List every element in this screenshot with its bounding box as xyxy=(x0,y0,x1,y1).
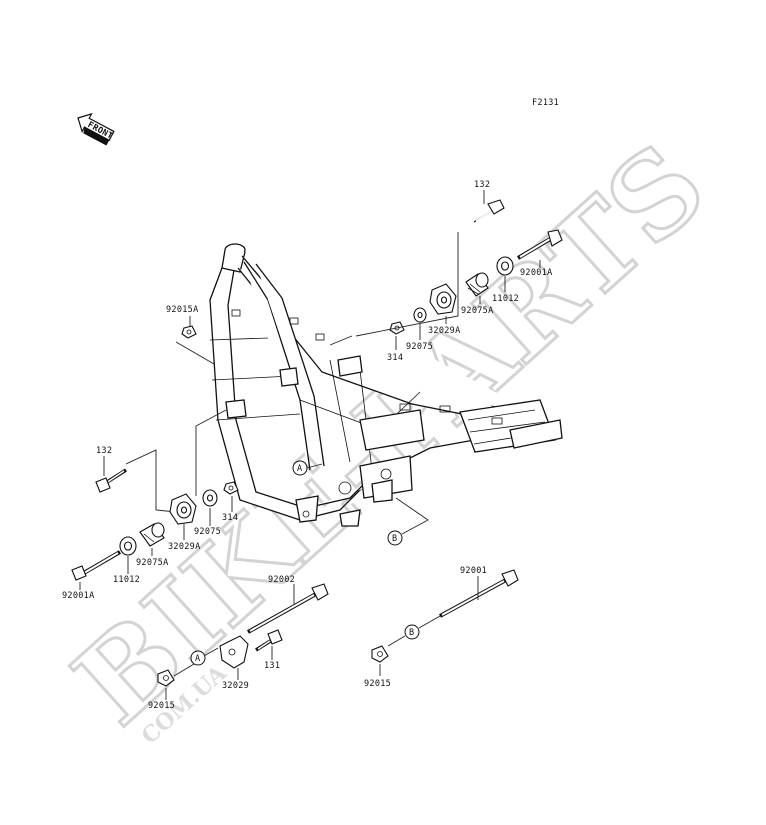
bolt-92001 xyxy=(439,569,519,618)
label-132-left: 132 xyxy=(96,446,112,456)
label-92015-left: 92015 xyxy=(148,701,175,711)
label-92075a-top: 92075A xyxy=(461,306,494,316)
callout-b-bottom: B xyxy=(404,624,420,640)
svg-text:B: B xyxy=(409,628,414,638)
part-labels: 132 92001A 11012 92075A 32029A 92075 314… xyxy=(62,180,553,711)
washer-11012-top xyxy=(496,256,514,276)
nut-92015a xyxy=(181,325,197,339)
bolt-92001a-left xyxy=(71,550,122,581)
callout-a-bottom: A xyxy=(190,650,206,666)
nut-314-left xyxy=(223,481,239,495)
collar-92075a-left xyxy=(139,522,165,547)
svg-text:B: B xyxy=(392,534,397,544)
collar-92075-top xyxy=(413,307,427,323)
collar-92075-left xyxy=(202,489,218,507)
bolt-132-top xyxy=(473,199,505,223)
label-92001: 92001 xyxy=(460,566,487,576)
label-92001a-left: 92001A xyxy=(62,591,95,601)
callout-b-frame: B xyxy=(387,530,403,546)
label-11012-top: 11012 xyxy=(492,294,519,304)
frame-assembly xyxy=(209,243,563,527)
label-92015a: 92015A xyxy=(166,305,199,315)
bracket-32029 xyxy=(219,635,249,669)
label-314-left: 314 xyxy=(222,513,238,523)
front-arrow-icon: FRONT xyxy=(77,112,115,146)
label-32029a-left: 32029A xyxy=(168,542,201,552)
svg-text:A: A xyxy=(297,464,302,474)
diagram-code: F2131 xyxy=(532,98,559,108)
bolt-132-left xyxy=(95,468,127,493)
label-92075-top: 92075 xyxy=(406,342,433,352)
washer-11012-left xyxy=(119,536,137,556)
nut-92015-left xyxy=(157,669,175,687)
label-92015-right: 92015 xyxy=(364,679,391,689)
label-132-top: 132 xyxy=(474,180,490,190)
bolt-131 xyxy=(255,629,283,652)
callout-a-frame: A xyxy=(292,460,308,476)
bracket-32029a-left xyxy=(169,493,197,525)
label-92001a-top: 92001A xyxy=(520,268,553,278)
svg-text:A: A xyxy=(195,654,200,664)
collar-92075a-top xyxy=(465,272,489,297)
bolt-92001a-top xyxy=(516,229,563,260)
label-32029a-top: 32029A xyxy=(428,326,461,336)
label-32029: 32029 xyxy=(222,681,249,691)
label-92075a-left: 92075A xyxy=(136,558,169,568)
bracket-32029a-top xyxy=(429,283,457,315)
label-314-top: 314 xyxy=(387,353,403,363)
label-92075-left: 92075 xyxy=(194,527,221,537)
nut-92015-right xyxy=(371,645,389,663)
label-131: 131 xyxy=(264,661,280,671)
label-11012-left: 11012 xyxy=(113,575,140,585)
bolt-92002 xyxy=(247,583,329,634)
label-92002: 92002 xyxy=(268,575,295,585)
